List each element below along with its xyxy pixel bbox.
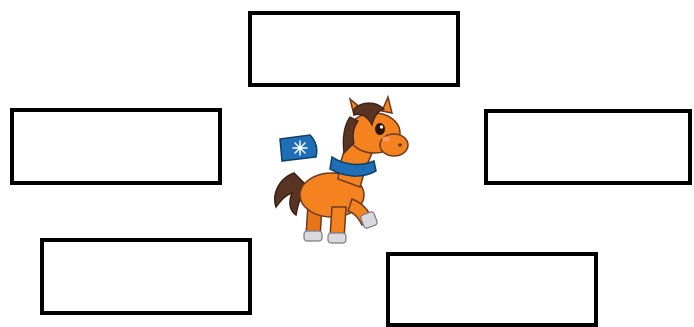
answer-box-bottom-right[interactable] [386,252,598,327]
answer-box-left[interactable] [10,108,222,185]
answer-box-bottom-left[interactable] [40,238,252,315]
answer-box-right[interactable] [484,109,692,185]
pony-with-scarf-icon [270,95,415,250]
answer-box-top[interactable] [248,11,460,87]
